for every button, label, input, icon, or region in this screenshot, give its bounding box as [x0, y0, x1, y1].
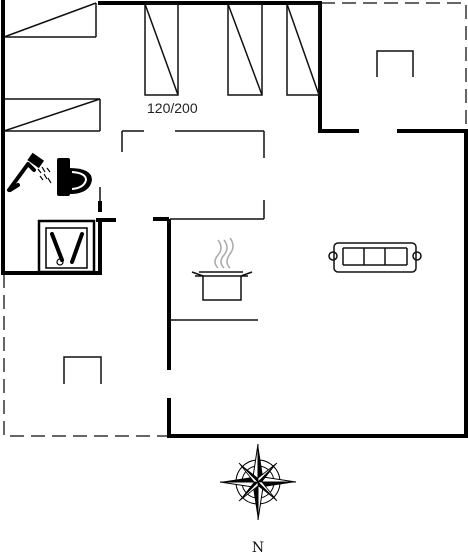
wardrobe-2	[227, 3, 263, 96]
bunk-left-lower	[3, 98, 101, 132]
toilet-icon	[57, 158, 92, 196]
partitions	[4, 3, 265, 321]
sofa-icon	[328, 242, 422, 273]
terrace-top-right	[321, 2, 467, 436]
compass-rose-icon	[219, 443, 297, 521]
wardrobe-3	[286, 3, 320, 96]
terrace-table-right	[376, 50, 414, 77]
bed-size-label: 120/200	[147, 100, 198, 116]
cooking-pot-icon	[191, 237, 253, 301]
terrace-bottom-left	[3, 274, 167, 437]
stove-icon	[37, 219, 96, 274]
bunk-left-upper	[3, 2, 97, 38]
terrace-table-left	[63, 356, 102, 384]
compass-north-label: N	[252, 540, 264, 556]
interior-walls	[96, 217, 171, 370]
wardrobe-1	[144, 3, 179, 96]
shower-icon	[7, 152, 52, 192]
exterior-walls	[1, 0, 468, 438]
